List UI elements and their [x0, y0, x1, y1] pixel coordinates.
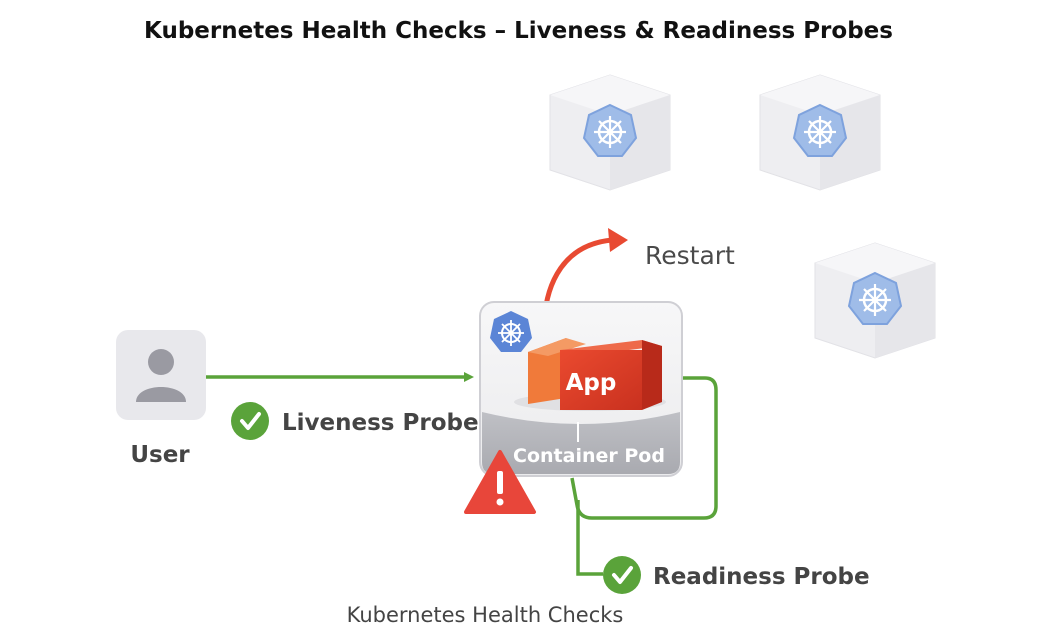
check-circle-icon	[231, 402, 269, 440]
app-container-box	[528, 338, 662, 410]
readiness-loop-arrow	[570, 376, 718, 520]
caption: Kubernetes Health Checks	[347, 603, 624, 627]
diagram-title: Kubernetes Health Checks – Liveness & Re…	[144, 18, 893, 44]
user-label: User	[130, 442, 190, 468]
check-circle-icon	[603, 556, 641, 594]
user-card	[116, 330, 206, 420]
warning-icon	[464, 450, 536, 514]
kubernetes-icon	[490, 311, 532, 352]
app-label: App	[566, 370, 617, 396]
user-icon	[136, 349, 186, 402]
readiness-probe-label: Readiness Probe	[653, 564, 870, 590]
k8s-node-cube-2	[759, 74, 881, 191]
liveness-probe-label: Liveness Probe	[282, 410, 479, 436]
kubernetes-icon	[792, 103, 848, 157]
kubernetes-icon	[582, 103, 638, 157]
k8s-node-cube-3	[814, 242, 936, 359]
container-pod-label: Container Pod	[513, 445, 665, 467]
k8s-node-cube-1	[549, 74, 671, 191]
readiness-connector	[576, 500, 603, 576]
kubernetes-icon	[847, 271, 903, 325]
restart-label: Restart	[645, 241, 735, 270]
